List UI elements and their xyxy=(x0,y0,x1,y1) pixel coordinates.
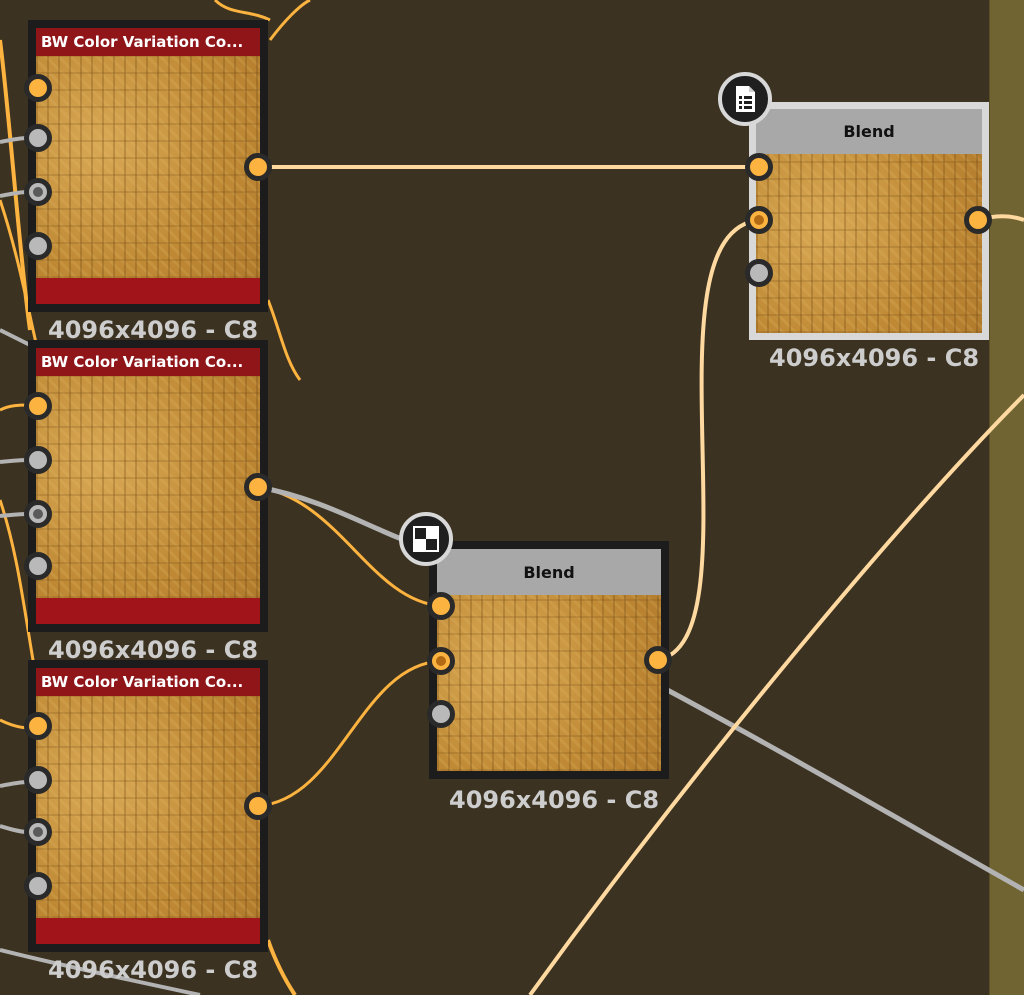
graph-frame-edge xyxy=(989,0,1024,995)
output-port[interactable] xyxy=(244,153,272,181)
input-port[interactable] xyxy=(745,153,773,181)
node-title: BW Color Variation Co... xyxy=(36,668,260,696)
input-port[interactable] xyxy=(24,818,52,846)
output-port[interactable] xyxy=(244,473,272,501)
input-port[interactable] xyxy=(427,700,455,728)
input-port[interactable] xyxy=(24,766,52,794)
node-thumbnail xyxy=(36,696,260,918)
wire xyxy=(266,939,297,995)
node-thumbnail xyxy=(756,154,982,333)
node-size-label: 4096x4096 - C8 xyxy=(449,786,660,814)
input-port[interactable] xyxy=(24,552,52,580)
input-port[interactable] xyxy=(24,500,52,528)
blend-node[interactable]: Blend xyxy=(749,102,989,340)
wire xyxy=(268,0,311,41)
node-size-label: 4096x4096 - C8 xyxy=(48,636,259,664)
input-port[interactable] xyxy=(24,232,52,260)
node-title: Blend xyxy=(756,109,982,154)
input-port[interactable] xyxy=(745,206,773,234)
node-thumbnail xyxy=(36,56,260,278)
input-port[interactable] xyxy=(24,712,52,740)
node-footer xyxy=(36,278,260,304)
wire xyxy=(266,299,302,381)
output-port[interactable] xyxy=(964,206,992,234)
blend-node[interactable]: Blend xyxy=(429,541,669,779)
wire xyxy=(257,659,442,808)
node-size-label: 4096x4096 - C8 xyxy=(48,956,259,984)
checkerboard-icon xyxy=(399,512,453,566)
input-port[interactable] xyxy=(24,446,52,474)
node-thumbnail xyxy=(36,376,260,598)
output-port[interactable] xyxy=(644,646,672,674)
wire xyxy=(657,218,761,662)
input-port[interactable] xyxy=(24,124,52,152)
document-list-icon xyxy=(718,72,772,126)
bw-color-variation-node[interactable]: BW Color Variation Co... xyxy=(28,340,268,632)
bw-color-variation-node[interactable]: BW Color Variation Co... xyxy=(28,20,268,312)
node-thumbnail xyxy=(437,595,661,771)
node-size-label: 4096x4096 - C8 xyxy=(769,344,980,372)
input-port[interactable] xyxy=(427,647,455,675)
input-port[interactable] xyxy=(24,74,52,102)
node-size-label: 4096x4096 - C8 xyxy=(48,316,259,344)
input-port[interactable] xyxy=(427,592,455,620)
input-port[interactable] xyxy=(24,392,52,420)
node-title: BW Color Variation Co... xyxy=(36,28,260,56)
node-footer xyxy=(36,918,260,944)
node-title: Blend xyxy=(437,549,661,595)
input-port[interactable] xyxy=(745,259,773,287)
wire xyxy=(213,0,271,22)
wire xyxy=(656,682,1024,893)
output-port[interactable] xyxy=(244,792,272,820)
input-port[interactable] xyxy=(24,178,52,206)
node-title: BW Color Variation Co... xyxy=(36,348,260,376)
bw-color-variation-node[interactable]: BW Color Variation Co... xyxy=(28,660,268,952)
wire xyxy=(0,328,31,347)
node-footer xyxy=(36,598,260,624)
input-port[interactable] xyxy=(24,872,52,900)
